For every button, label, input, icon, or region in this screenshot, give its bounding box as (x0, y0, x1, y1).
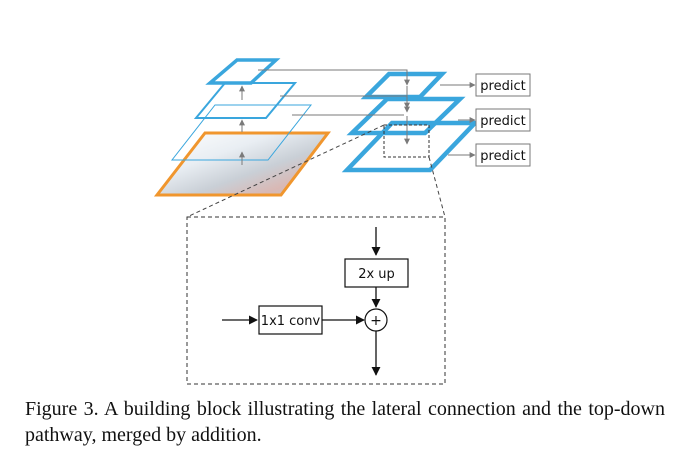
feature-map-level-1 (205, 58, 281, 85)
conv-1x1-block: 1x1 conv (258, 305, 323, 335)
zoom-connector-right (428, 156, 446, 218)
zoom-region-large (186, 216, 446, 385)
sum-symbol: + (370, 313, 382, 329)
predict-box-1: predict (475, 73, 531, 97)
zoom-connector-left (186, 124, 385, 218)
predict-label-3: predict (480, 149, 525, 164)
feature-map-level-3 (170, 104, 313, 161)
top-down-map-level-3 (341, 120, 481, 173)
predict-box-3: predict (475, 143, 531, 167)
predict-label-2: predict (480, 114, 525, 129)
fpn-building-block-diagram: predict predict predict 2x up 1x1 conv (153, 58, 531, 385)
sum-node: + (364, 308, 388, 332)
lateral-connection-1 (258, 69, 410, 86)
predict-label-1: predict (480, 79, 525, 94)
predict-box-2: predict (475, 108, 531, 132)
upsample-block: 2x up (344, 258, 409, 288)
conv-label: 1x1 conv (261, 314, 321, 329)
top-down-map-level-1 (360, 71, 448, 100)
feature-map-level-2 (193, 82, 298, 119)
zoom-region-small (383, 124, 430, 158)
figure-caption: Figure 3. A building block illustrating … (25, 398, 665, 446)
upsample-label: 2x up (358, 267, 395, 282)
top-down-map-level-2 (346, 96, 466, 136)
